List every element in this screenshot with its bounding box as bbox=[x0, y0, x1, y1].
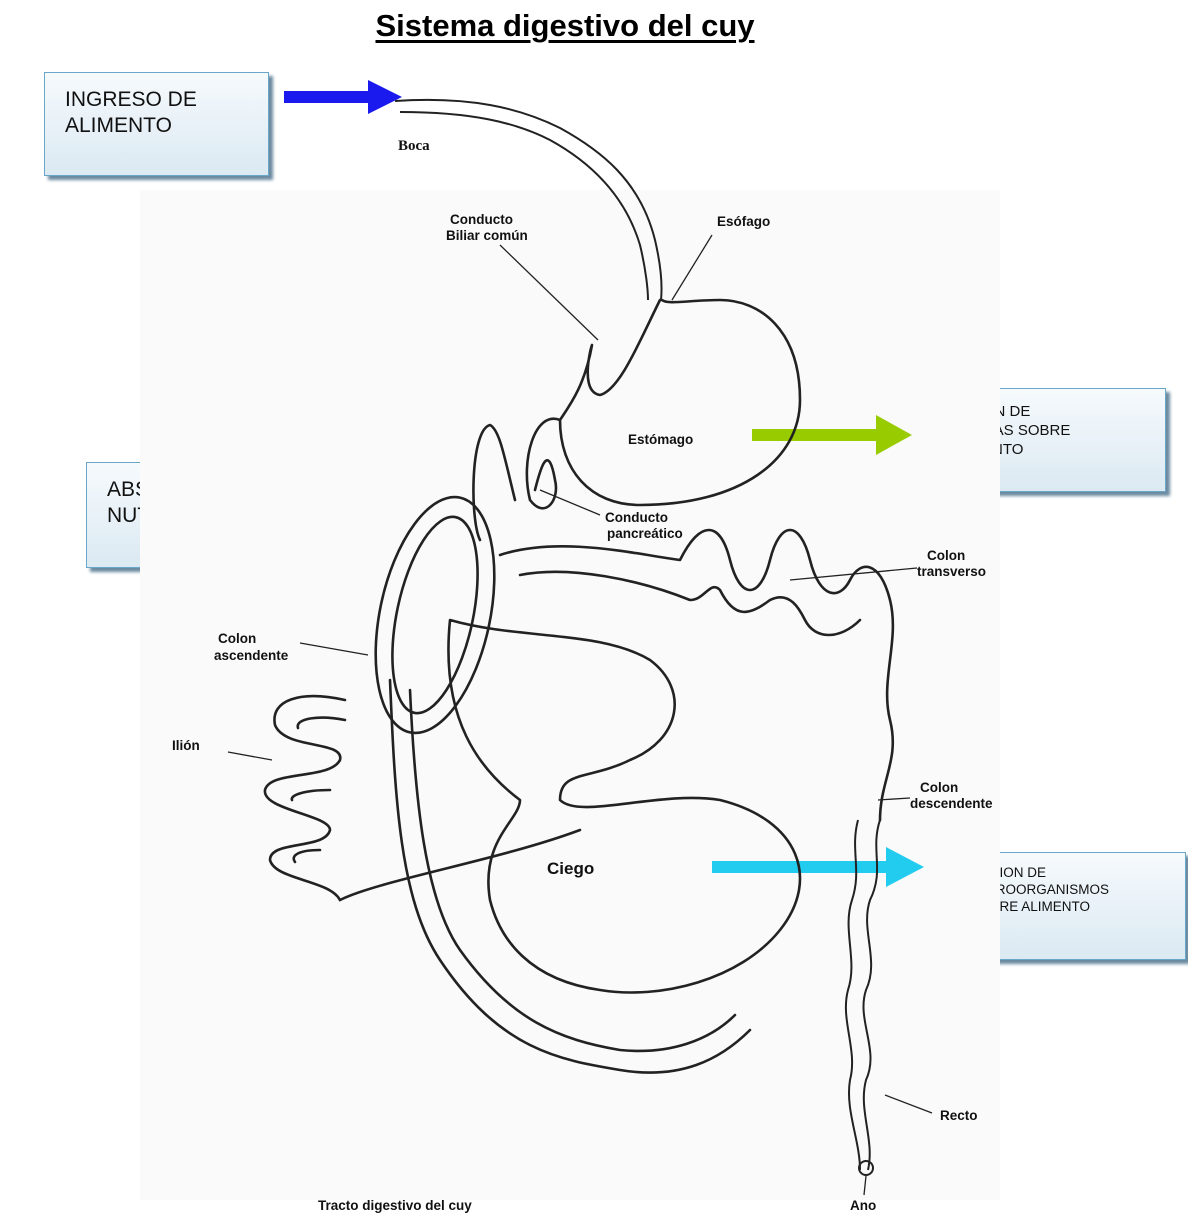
diagram-caption: Tracto digestivo del cuy bbox=[318, 1198, 472, 1213]
label-ilion: Ilión bbox=[172, 738, 200, 753]
label-recto: Recto bbox=[940, 1108, 978, 1123]
label-colon-ascendente-2: ascendente bbox=[214, 648, 289, 663]
label-colon-descendente-2: descendente bbox=[910, 796, 993, 811]
label-boca: Boca bbox=[398, 138, 430, 154]
label-conducto-biliar-2: Biliar común bbox=[446, 228, 528, 243]
label-conducto-biliar-1: Conducto bbox=[450, 212, 513, 227]
label-estomago: Estómago bbox=[628, 432, 693, 447]
scan-background bbox=[140, 190, 1000, 1200]
label-colon-ascendente-1: Colon bbox=[218, 631, 256, 646]
label-conducto-pancreatico-1: Conducto bbox=[605, 510, 668, 525]
label-esofago: Esófago bbox=[717, 214, 770, 229]
arrow-ingreso bbox=[284, 80, 402, 114]
label-ano: Ano bbox=[850, 1198, 876, 1213]
label-ciego: Ciego bbox=[547, 859, 594, 878]
label-colon-transverso-2: transverso bbox=[917, 564, 986, 579]
label-conducto-pancreatico-2: pancreático bbox=[607, 526, 683, 541]
label-colon-transverso-1: Colon bbox=[927, 548, 965, 563]
label-colon-descendente-1: Colon bbox=[920, 780, 958, 795]
